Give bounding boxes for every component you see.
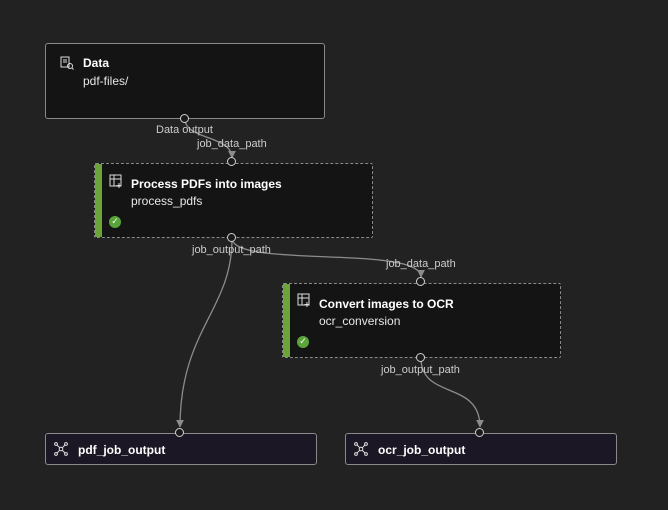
process-pdfs-title: Process PDFs into images xyxy=(131,177,282,191)
component-icon xyxy=(109,174,122,188)
status-success-icon: ✓ xyxy=(109,216,121,228)
pdf-job-output-title: pdf_job_output xyxy=(78,443,166,457)
ocr-conversion-output-port-label: job_output_path xyxy=(381,364,460,376)
data-output-port[interactable] xyxy=(180,114,189,123)
ocr-job-output-node[interactable]: ocr_job_output xyxy=(345,433,617,465)
pipeline-output-icon xyxy=(354,442,368,456)
status-bar-success xyxy=(95,164,102,237)
data-node-path: pdf-files/ xyxy=(83,74,129,88)
component-icon xyxy=(297,293,310,307)
ocr-conversion-output-port[interactable] xyxy=(416,353,425,362)
process-pdfs-input-port-label: job_data_path xyxy=(197,138,267,150)
ocr-conversion-input-port[interactable] xyxy=(416,277,425,286)
edge-process-to-pdf-output xyxy=(176,238,233,428)
ocr-conversion-title: Convert images to OCR xyxy=(319,297,454,311)
pdf-job-output-node[interactable]: pdf_job_output xyxy=(45,433,317,465)
process-pdfs-output-port-label: job_output_path xyxy=(192,244,271,256)
data-node-title: Data xyxy=(83,56,110,70)
pipeline-output-icon xyxy=(54,442,68,456)
edge-data-to-process xyxy=(184,118,236,159)
dataset-icon xyxy=(60,56,74,70)
pdf-job-output-input-port[interactable] xyxy=(175,428,184,437)
status-bar-success xyxy=(283,284,290,357)
process-pdfs-output-port[interactable] xyxy=(227,233,236,242)
ocr-conversion-subtitle: ocr_conversion xyxy=(319,314,401,328)
ocr-job-output-input-port[interactable] xyxy=(475,428,484,437)
process-pdfs-subtitle: process_pdfs xyxy=(131,194,203,208)
data-output-port-label: Data output xyxy=(156,124,213,136)
data-node[interactable]: Data pdf-files/ xyxy=(45,43,325,119)
ocr-conversion-node[interactable]: Convert images to OCR ocr_conversion ✓ xyxy=(282,283,561,358)
edge-process-to-ocr xyxy=(231,238,425,278)
ocr-conversion-input-port-label: job_data_path xyxy=(386,258,456,270)
process-pdfs-node[interactable]: Process PDFs into images process_pdfs ✓ xyxy=(94,163,373,238)
edge-ocr-to-ocr-output xyxy=(420,357,484,428)
process-pdfs-input-port[interactable] xyxy=(227,157,236,166)
ocr-job-output-title: ocr_job_output xyxy=(378,443,466,457)
status-success-icon: ✓ xyxy=(297,336,309,348)
